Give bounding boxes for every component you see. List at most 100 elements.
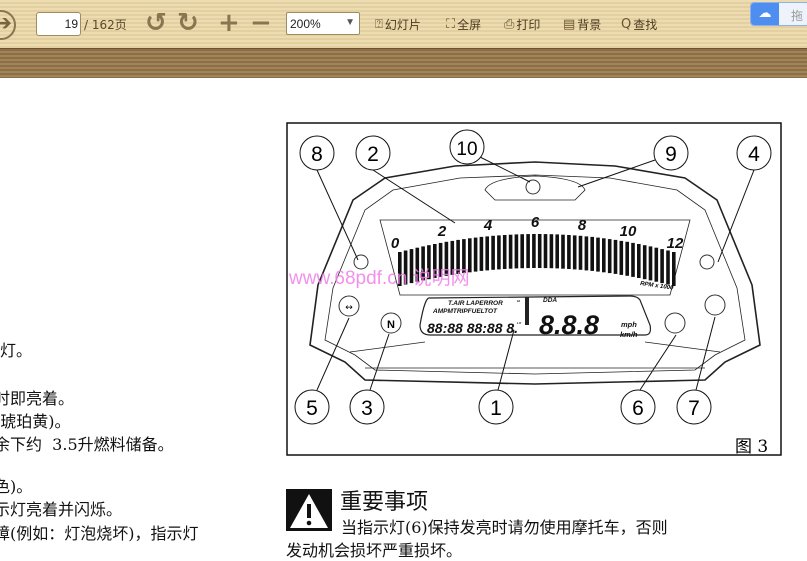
rpm-bar-segment — [421, 246, 425, 281]
rpm-bar-segment — [473, 237, 478, 272]
rpm-bar-segment — [497, 235, 501, 270]
rpm-bar-segment — [648, 246, 653, 281]
rpm-bar-segment — [666, 250, 670, 285]
hi-label: HI — [517, 299, 520, 303]
svg-text:10: 10 — [456, 139, 477, 160]
callout-2: 2 — [355, 135, 391, 171]
print-button[interactable]: ⎙打印 — [504, 16, 540, 33]
dashboard-outline — [309, 161, 761, 385]
baidu-cloud-icon: ☁ — [751, 3, 779, 25]
callout-8: 8 — [299, 135, 335, 171]
svg-text:2: 2 — [367, 143, 379, 166]
page-number-input[interactable]: 19 — [36, 12, 81, 36]
svg-text:4: 4 — [748, 143, 760, 166]
rpm-bar-graph — [398, 234, 676, 286]
rpm-bar-segment — [637, 244, 641, 278]
lo-label: LO — [517, 321, 522, 325]
fullscreen-icon: ⛶ — [446, 17, 456, 32]
body-text-line: 示灯亮着并闪烁。 — [0, 500, 123, 519]
fuel-reserve-icon — [699, 254, 715, 270]
turn-signal-icon — [338, 295, 360, 317]
high-beam-icon — [704, 294, 726, 316]
zoom-out-icon[interactable]: − — [250, 8, 272, 38]
body-text-line: (琥珀黄)。 — [0, 412, 71, 431]
rpm-bar-segment — [654, 247, 659, 282]
rpm-bar-segment — [619, 240, 624, 275]
leader-lines — [316, 156, 755, 391]
lcd-labels-bottom: AMPMTRIPFUELTOT — [432, 308, 498, 315]
rpm-bar-segment — [514, 234, 519, 269]
rpm-bar-segment — [520, 234, 524, 269]
rpm-bar-segment — [537, 234, 542, 268]
rpm-tick-label: 0 — [391, 235, 400, 252]
svg-text:9: 9 — [665, 143, 677, 166]
slideshow-button[interactable]: ⍰幻灯片 — [375, 16, 421, 33]
rpm-bar-segment — [409, 249, 414, 284]
baidu-cloud-widget[interactable]: ☁拖 — [750, 2, 807, 26]
rpm-tick-label: 2 — [437, 223, 447, 240]
rotate-left-icon[interactable]: ↺ — [145, 8, 167, 38]
zoom-in-icon[interactable]: + — [218, 8, 240, 38]
rpm-bar-segment — [450, 240, 455, 275]
projector-icon: ⍰ — [375, 17, 383, 32]
rpm-bar-segment — [508, 234, 513, 269]
indicator-lamps — [338, 179, 726, 334]
lcd-labels-top: T.AIR LAPERROR — [448, 300, 503, 307]
rpm-bar-segment — [572, 235, 577, 270]
pdf-toolbar: ➔ 19 / 162页 ↺ ↻ + − 200%▼ ⍰幻灯片 ⛶全屏 ⎙打印 ▤… — [0, 0, 807, 48]
rpm-tick-label: 12 — [667, 235, 684, 252]
warning-body: 当指示灯(6)保持发亮时请勿使用摩托车，否则 — [341, 518, 668, 537]
rpm-bar-segment — [491, 235, 495, 270]
body-text-line: 时即亮着。 — [0, 389, 75, 408]
rpm-bar-segment — [567, 235, 571, 269]
rpm-bar-segment — [561, 234, 565, 269]
rpm-bar-segment — [456, 239, 460, 274]
next-page-icon[interactable]: ➔ — [0, 10, 16, 40]
speed-digits: 8.8.8 — [539, 310, 599, 340]
rpm-bar-segment — [444, 241, 449, 276]
search-label: 查找 — [633, 18, 658, 32]
total-pages: / 162页 — [84, 17, 127, 32]
svg-text:8: 8 — [311, 143, 323, 166]
rotate-right-icon[interactable]: ↻ — [177, 8, 199, 38]
rpm-bar-segment — [596, 237, 600, 272]
rpm-bar-segment — [433, 244, 437, 278]
rpm-bar-segment — [613, 239, 618, 274]
zoom-select[interactable]: 200%▼ — [286, 12, 360, 35]
oil-pressure-icon — [664, 312, 686, 334]
chevron-down-icon: ▼ — [345, 17, 355, 28]
callout-10: 10 — [449, 129, 485, 165]
turn-arrows-icon: ↔ — [345, 303, 353, 313]
callout-6: 6 — [620, 389, 656, 425]
svg-text:3: 3 — [361, 397, 373, 420]
rpm-bar-segment — [485, 236, 489, 271]
svg-text:5: 5 — [306, 397, 318, 420]
unit-kmh: km/h — [620, 330, 638, 339]
rpm-bar-segment — [532, 234, 536, 268]
rpm-bar-segment — [625, 241, 629, 276]
rpm-bar-segment — [543, 234, 548, 269]
print-label: 打印 — [516, 18, 541, 32]
slideshow-label: 幻灯片 — [384, 18, 421, 32]
callout-3: 3 — [349, 389, 385, 425]
rpm-tick-label: 4 — [483, 217, 493, 234]
body-text-line: 余下约 3.5升燃料储备。 — [0, 435, 174, 454]
rpm-bar-segment — [462, 239, 466, 274]
rpm-bar-segment — [602, 238, 606, 273]
fullscreen-button[interactable]: ⛶全屏 — [446, 16, 481, 33]
neutral-icon — [380, 312, 402, 334]
rpm-bar-segment — [578, 235, 583, 270]
rpm-bar-segment — [660, 249, 664, 284]
figure-caption: 图 3 — [735, 437, 768, 457]
background-button[interactable]: ▤背景 — [563, 16, 601, 33]
rpm-bar-segment — [398, 252, 402, 286]
callout-9: 9 — [653, 135, 689, 171]
svg-text:6: 6 — [632, 397, 644, 420]
svg-text:7: 7 — [688, 397, 700, 420]
watermark: www.68pdf.cn 说明网 — [288, 267, 470, 289]
dda-label: DDA — [543, 297, 557, 304]
callout-1: 1 — [478, 389, 514, 425]
rpm-unit-label: RPM x 1000 — [640, 281, 675, 292]
background-label: 背景 — [577, 18, 602, 32]
